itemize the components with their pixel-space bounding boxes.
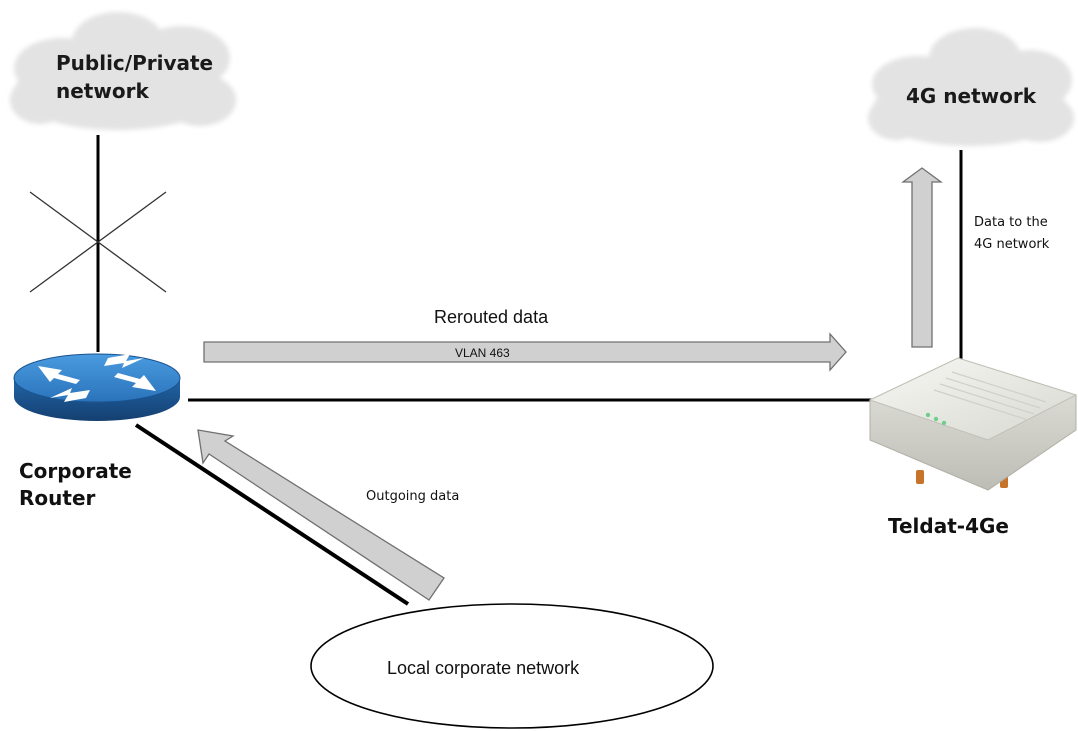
cloud-public-private-label-line1: Public/Private — [56, 51, 213, 75]
router-to-local-network-link — [134, 423, 410, 606]
vlan-tag-label: VLAN 463 — [455, 346, 510, 360]
data-to-4g-label-line2: 4G network — [974, 237, 1050, 252]
teldat-label: Teldat-4Ge — [888, 514, 1009, 538]
outgoing-data-arrow — [197, 429, 445, 601]
rerouted-data-label: Rerouted data — [434, 307, 549, 327]
cloud-public-private-label-line2: network — [56, 79, 149, 103]
outgoing-data-label: Outgoing data — [366, 489, 459, 504]
rerouted-data-arrow — [203, 332, 847, 372]
local-network-label: Local corporate network — [387, 658, 580, 678]
data-to-4g-label-line1: Data to the — [974, 215, 1048, 230]
cloud-4g-label: 4G network — [906, 84, 1037, 108]
link-cut-x-line-2 — [29, 191, 167, 293]
cloud-4g — [868, 28, 1074, 146]
cloud-public-private — [10, 12, 236, 130]
router-icon — [13, 353, 181, 421]
teldat-4ge-device-icon — [868, 357, 1078, 491]
local-network-ellipse — [310, 603, 714, 729]
data-to-4g-arrow — [901, 167, 943, 348]
router-label-line2: Router — [19, 486, 96, 510]
router-label-line1: Corporate — [19, 459, 132, 483]
